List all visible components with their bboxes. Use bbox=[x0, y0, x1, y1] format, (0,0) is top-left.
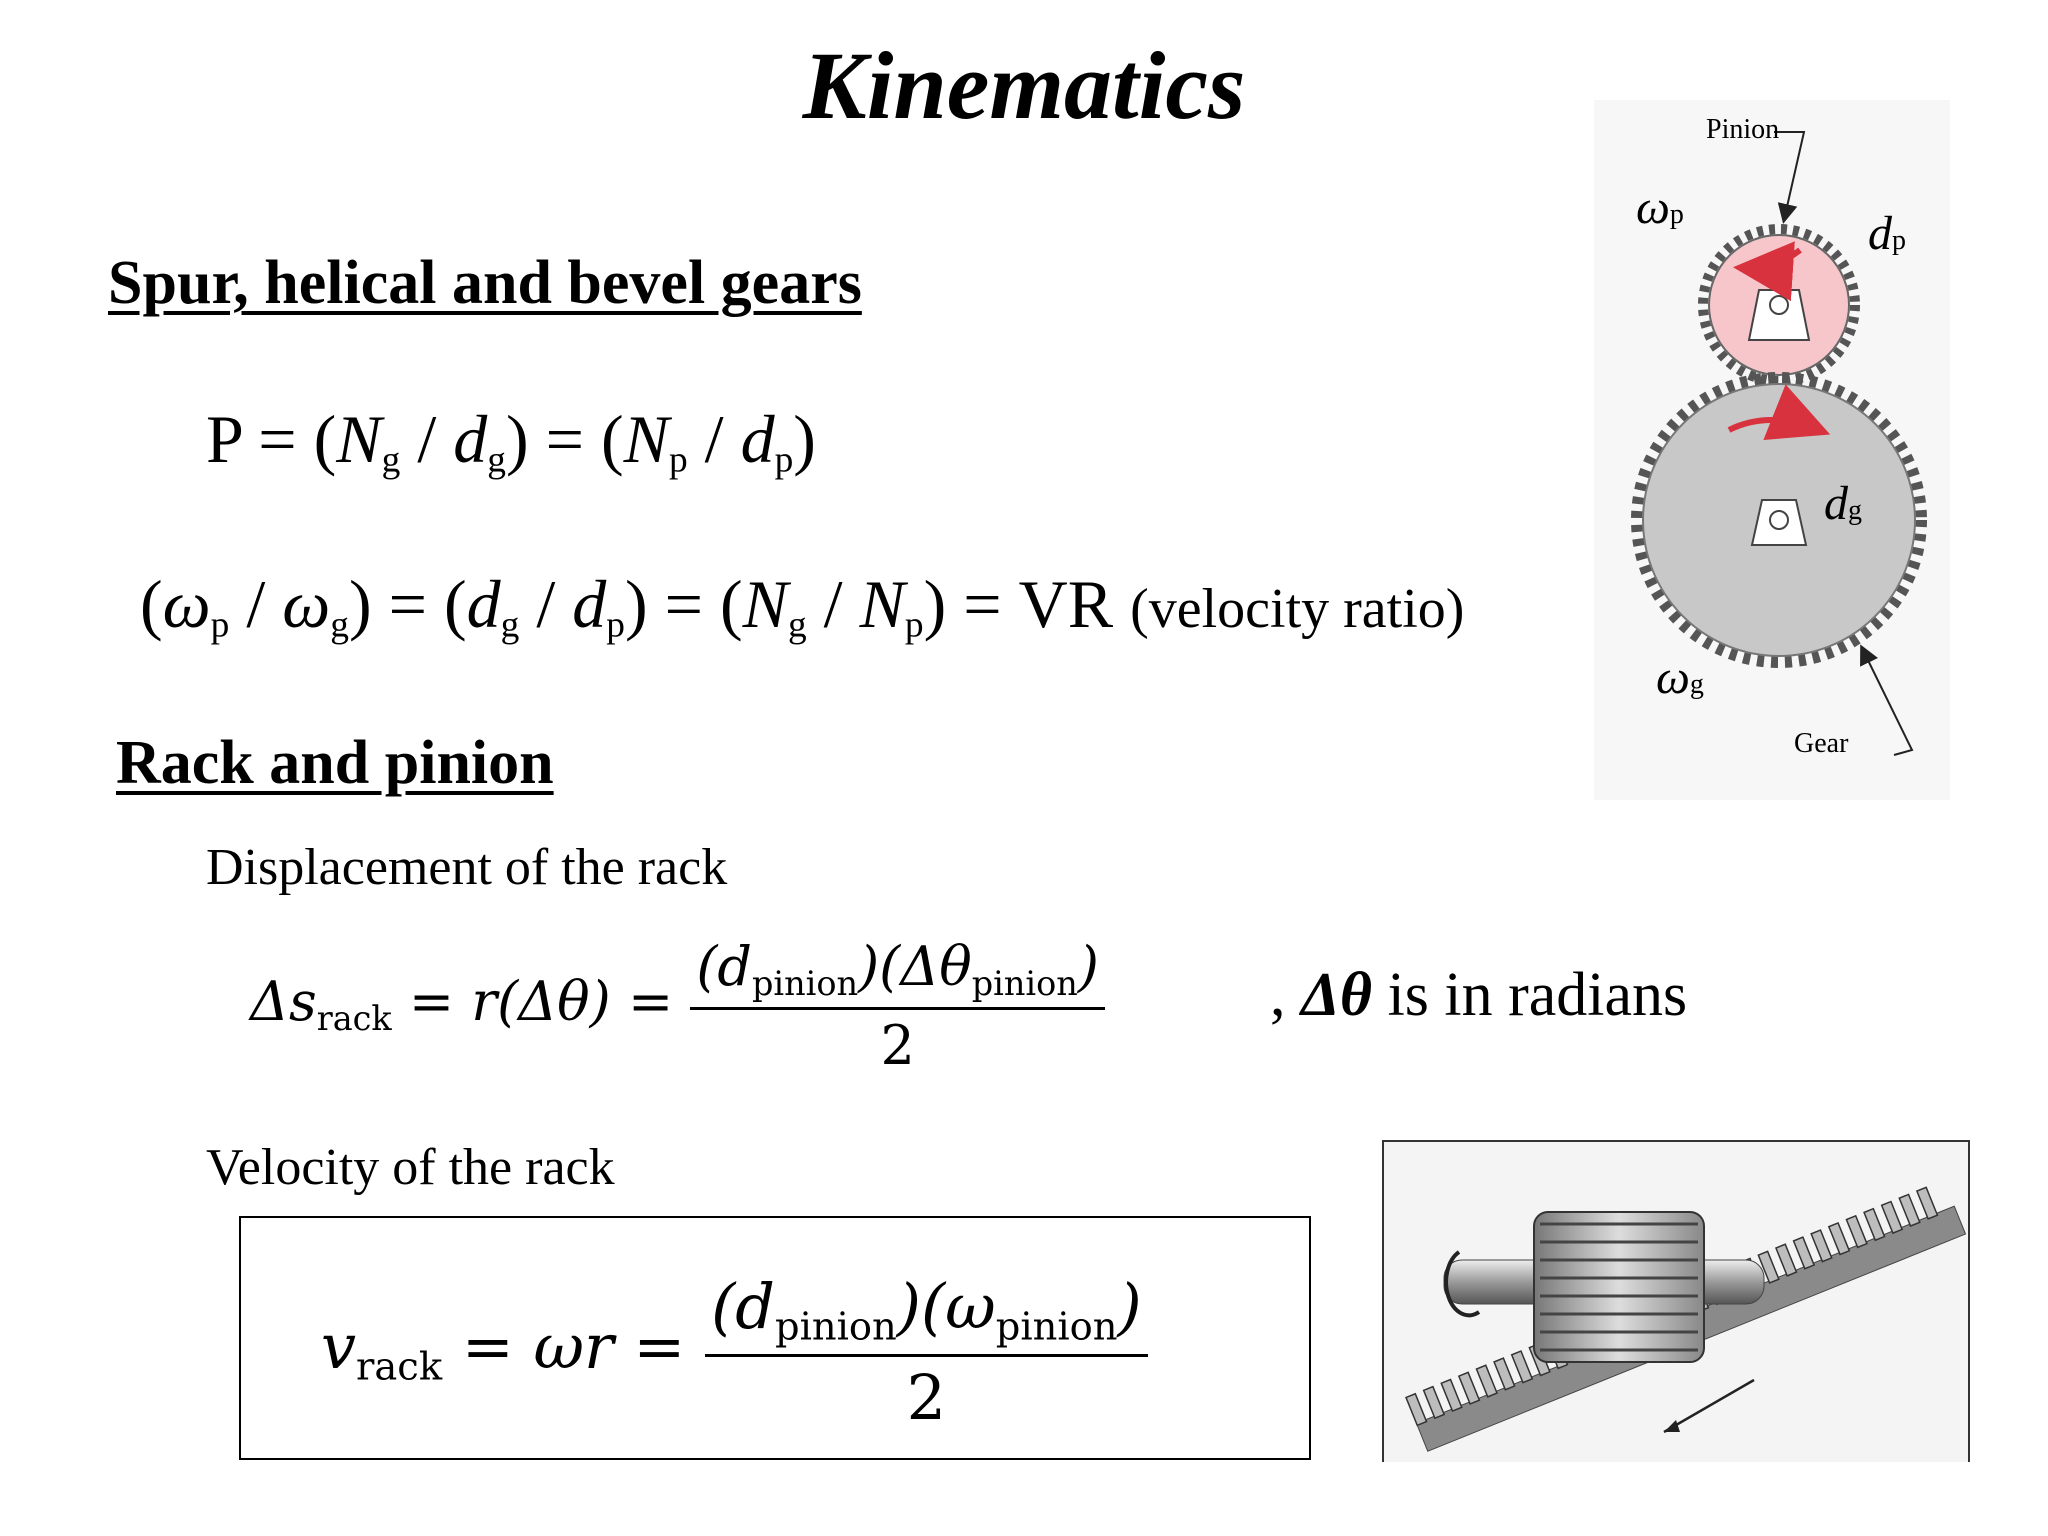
rack-pinion-diagram bbox=[1405, 1186, 1967, 1452]
velocity-label: Velocity of the rack bbox=[206, 1139, 615, 1196]
omega-p-label: ωp bbox=[1636, 181, 1684, 234]
d-g-label: dg bbox=[1824, 477, 1862, 530]
d-p-label: dp bbox=[1868, 207, 1906, 260]
velocity-ratio-equation: (ωp / ωg) = (dg / dp) = (Ng / Np) = VR (… bbox=[140, 566, 1465, 646]
velocity-formula: vrack = ωr = (dpinion)(ωpinion) 2 bbox=[321, 1270, 1148, 1434]
omega-g-label: ωg bbox=[1656, 651, 1704, 704]
gear-pointer-arrow bbox=[1860, 644, 1914, 756]
radians-note: , Δθ is in radians bbox=[1270, 961, 1688, 1029]
velocity-fraction: (dpinion)(ωpinion) 2 bbox=[705, 1270, 1148, 1434]
velocity-formula-box: vrack = ωr = (dpinion)(ωpinion) 2 bbox=[239, 1216, 1311, 1460]
gear-pair-diagram bbox=[1631, 131, 1927, 756]
rack-pinion-figure bbox=[1382, 1140, 1970, 1462]
gear-label: Gear bbox=[1794, 728, 1849, 759]
diametral-pitch-equation: P = (Ng / dg) = (Np / dp) bbox=[206, 401, 816, 481]
rack-motion-arrow bbox=[1663, 1378, 1755, 1434]
rotation-arrow bbox=[1444, 1250, 1481, 1318]
main-gear bbox=[1631, 372, 1927, 668]
gear-pair-figure: Pinion Gear ωp dp dg ωg bbox=[1594, 100, 1950, 800]
section-heading-rack-pinion: Rack and pinion bbox=[116, 729, 554, 797]
displacement-label: Displacement of the rack bbox=[206, 839, 728, 896]
pinion-label: Pinion bbox=[1706, 114, 1780, 145]
section-heading-gears: Spur, helical and bevel gears bbox=[108, 249, 862, 317]
pinion-gear bbox=[1698, 224, 1860, 386]
displacement-fraction: (dpinion)(Δθpinion) 2 bbox=[690, 935, 1105, 1077]
displacement-formula: Δsrack = r(Δθ) = (dpinion)(Δθpinion) 2 bbox=[250, 935, 1105, 1077]
page-title: Kinematics bbox=[802, 32, 1246, 139]
pinion-pointer-arrow bbox=[1774, 131, 1806, 224]
